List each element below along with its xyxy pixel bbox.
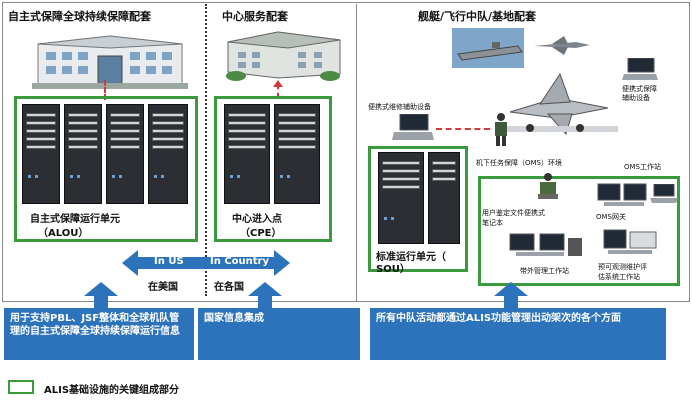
alou-link-line	[104, 80, 106, 100]
cpe-link-arrowhead	[273, 80, 283, 87]
cpe-racks	[224, 104, 322, 204]
sou-label: 标准运行单元（	[376, 252, 446, 263]
bottom-panel-middle: 国家信息集成	[198, 308, 360, 360]
legend-swatch	[8, 380, 34, 394]
portable-support-label: 便携式保障	[622, 85, 657, 93]
portable-maint-label: 便携式维修辅助设备	[368, 103, 431, 111]
portable-support-label-2: 辅助设备	[622, 94, 650, 102]
user-laptop-label: 用户鉴定文件便携式	[482, 209, 545, 217]
up-arrow-right	[494, 282, 528, 310]
pheu-label-2: 估系统工作站	[598, 273, 640, 281]
section-title-middle: 中心服务配套	[222, 10, 288, 23]
f35-aircraft-icon	[500, 72, 618, 135]
cpe-box	[214, 96, 332, 242]
technician-icon	[495, 113, 507, 146]
oms-env-label: 机下任务保障（OMS）环境	[476, 159, 562, 167]
sou-label-abbr: SOU）	[376, 264, 410, 275]
cpe-building-icon	[226, 31, 341, 81]
maint-link-line	[436, 128, 490, 130]
pheu-workstation-icon	[603, 229, 657, 254]
mechanic-icon	[538, 173, 558, 199]
server-rack	[378, 152, 424, 244]
aircraft-carrier-icon	[452, 28, 524, 68]
in-us-cn-label: 在美国	[148, 282, 178, 293]
user-laptop-label-2: 笔记本	[482, 219, 503, 227]
server-rack	[428, 152, 460, 244]
server-rack	[106, 104, 144, 204]
fighter-jet-icon	[534, 36, 590, 55]
divider-left-middle	[205, 4, 207, 296]
bottom-panel-left: 用于支持PBL、JSF整体和全球机队管理的自主式保障全球持续保障运行信息	[4, 308, 194, 360]
sou-box	[368, 146, 468, 272]
oms-workstation-label: OMS工作站	[624, 163, 661, 171]
offboard-workstation-label: 带外管理工作站	[520, 267, 569, 275]
server-rack	[148, 104, 188, 204]
oms-workstation-icon	[597, 183, 647, 206]
bottom-panel-right: 所有中队活动都通过ALIS功能管理出动架次的各个方面	[370, 308, 666, 360]
portable-support-laptop-icon	[622, 58, 658, 80]
up-arrow-left	[84, 282, 118, 310]
divider-middle-right	[356, 4, 357, 302]
cpe-label-abbr: （CPE）	[240, 228, 282, 239]
diagram-frame	[2, 2, 690, 302]
arrow-text-in-us: In US	[154, 256, 184, 267]
legend-text: ALIS基础设施的关键组成部分	[44, 385, 180, 396]
server-rack	[64, 104, 102, 204]
in-country-cn-label: 在各国	[214, 282, 244, 293]
oms-workstation-laptop-icon	[650, 184, 678, 203]
alou-label-abbr: （ALOU）	[38, 228, 89, 239]
alou-box	[14, 96, 198, 242]
portable-maint-laptop-icon	[392, 114, 434, 140]
offboard-workstation-icon	[509, 233, 582, 256]
server-rack	[224, 104, 270, 204]
in-us-in-country-arrow	[122, 250, 290, 276]
up-arrow-middle	[248, 282, 282, 310]
server-rack	[274, 104, 320, 204]
alou-label: 自主式保障运行单元	[30, 214, 120, 225]
cpe-link-line	[277, 84, 279, 98]
oms-env-box	[478, 176, 680, 286]
server-rack	[22, 104, 60, 204]
cpe-label: 中心进入点	[232, 214, 282, 225]
alou-racks	[22, 104, 190, 204]
section-title-right: 舰艇/飞行中队/基地配套	[418, 10, 537, 23]
section-title-left: 自主式保障全球持续保障配套	[8, 10, 151, 23]
arrow-text-in-country: In Country	[210, 256, 269, 267]
pheu-label: 预可观测维护评	[598, 263, 647, 271]
oms-gateway-label: OMS网关	[596, 213, 626, 221]
alou-building-icon	[32, 35, 188, 89]
